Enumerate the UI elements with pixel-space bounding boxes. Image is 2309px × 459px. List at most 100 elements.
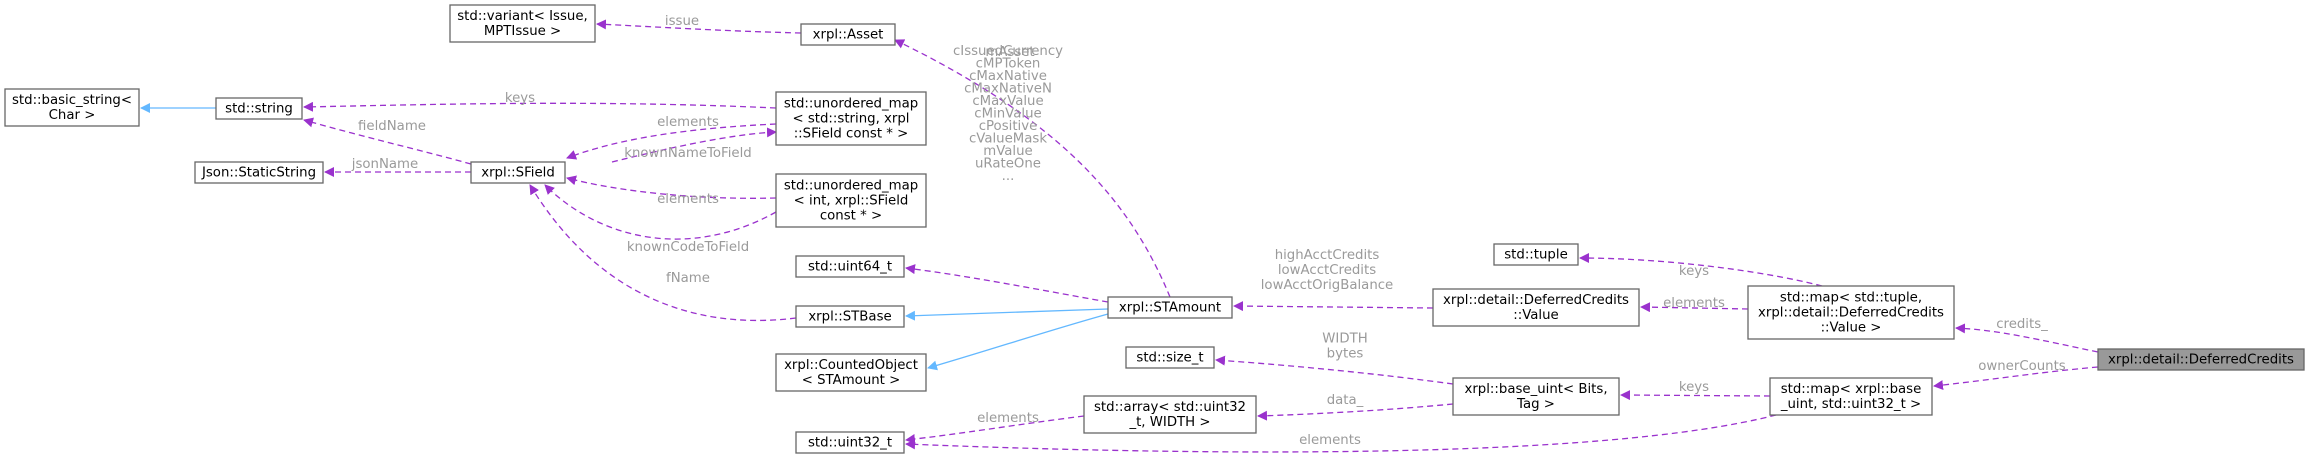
- edge-keys-tuple: [1579, 253, 1823, 287]
- edge-owner-counts: [1933, 366, 2099, 391]
- edge-data-label: data_: [1327, 393, 1364, 408]
- edge-json-name-label: jsonName: [351, 157, 418, 172]
- edge-credits-fields: [1233, 301, 1434, 312]
- json-static-string-node[interactable]: Json::StaticString: [194, 161, 324, 184]
- string-node[interactable]: std::string: [215, 97, 303, 120]
- edge-stamount-constants-label: cIssuedCurrency: [953, 44, 1063, 59]
- unordered-map-string-node-label: std::unordered_map: [784, 97, 918, 112]
- edge-issue-label: issue: [665, 14, 699, 29]
- map-tuple-node[interactable]: std::map< std::tuple,xrpl::detail::Defer…: [1747, 285, 1955, 340]
- stbase-node-box: [795, 305, 905, 328]
- map-base-uint-node[interactable]: std::map< xrpl::base_uint, std::uint32_t…: [1769, 377, 1933, 416]
- edge-elements-array: [905, 415, 1085, 444]
- counted-object-node-box: [775, 353, 927, 392]
- string-node-box: [215, 97, 303, 120]
- tuple-node-box: [1493, 243, 1579, 266]
- edge-elements-sfield-label: elements: [657, 115, 719, 130]
- stamount-node[interactable]: xrpl::STAmount: [1107, 296, 1233, 319]
- variant-issue-node-box: [449, 4, 596, 43]
- edge-stamount-constants-label: cMaxValue: [972, 94, 1043, 109]
- map-tuple-node-label: std::map< std::tuple,: [1780, 291, 1922, 306]
- uint64-node[interactable]: std::uint64_t: [795, 255, 905, 278]
- edge-keys-base-uint-label: keys: [1679, 380, 1709, 395]
- unordered-map-string-node-label: < std::string, xrpl: [792, 112, 909, 127]
- counted-object-node[interactable]: xrpl::CountedObject< STAmount >: [775, 353, 927, 392]
- deferred-credits-value-node-label: xrpl::detail::DeferredCredits: [1443, 293, 1629, 308]
- asset-node[interactable]: xrpl::Asset: [800, 23, 896, 46]
- size-t-node-label: std::size_t: [1136, 351, 1203, 366]
- tuple-node[interactable]: std::tuple: [1493, 243, 1579, 266]
- array-node-label: std::array< std::uint32: [1094, 400, 1246, 415]
- edge-known-code-to-field-label: knownCodeToField: [627, 240, 749, 255]
- map-tuple-node-box: [1747, 285, 1955, 340]
- edge-stamount-constants-label: mValue: [983, 144, 1032, 159]
- unordered-map-int-node-label: std::unordered_map: [784, 179, 918, 194]
- basic-string-node[interactable]: std::basic_string<Char >: [4, 88, 140, 127]
- edge-masset: [894, 39, 1171, 298]
- edge-width-bytes-label: WIDTH: [1322, 332, 1367, 347]
- edge-data: [1257, 403, 1454, 421]
- edge-field-name: [303, 117, 472, 165]
- base-uint-node-label: xrpl::base_uint< Bits,: [1464, 382, 1607, 397]
- json-static-string-node-box: [194, 161, 324, 184]
- sfield-node-label: xrpl::SField: [481, 166, 555, 181]
- edge-keys-tuple-label: keys: [1679, 264, 1709, 279]
- edge-stamount-constants-label: ...: [1002, 169, 1015, 184]
- edge-credits-fields-label: lowAcctOrigBalance: [1261, 278, 1394, 293]
- array-node-label: _t, WIDTH >: [1128, 415, 1210, 430]
- unordered-map-string-node-label: ::SField const * >: [794, 127, 909, 142]
- basic-string-node-label: Char >: [49, 108, 96, 123]
- tuple-node-label: std::tuple: [1504, 248, 1568, 263]
- edge-keys-string-label: keys: [505, 91, 535, 106]
- edge-width-bytes: [1215, 355, 1454, 385]
- edge-issue: [596, 19, 802, 34]
- sfield-node[interactable]: xrpl::SField: [470, 161, 566, 184]
- asset-node-label: xrpl::Asset: [813, 28, 884, 43]
- map-base-uint-node-label: std::map< xrpl::base: [1781, 382, 1922, 397]
- variant-issue-node-label: std::variant< Issue,: [457, 9, 588, 24]
- unordered-map-int-node[interactable]: std::unordered_map< int, xrpl::SFieldcon…: [775, 173, 927, 228]
- unordered-map-int-node-label: < int, xrpl::SField: [794, 194, 909, 209]
- deferred-credits-value-node[interactable]: xrpl::detail::DeferredCredits::Value: [1432, 288, 1640, 327]
- edge-owner-counts-label: ownerCounts: [1978, 359, 2066, 374]
- edge-elements-map-label: elements: [1299, 433, 1361, 448]
- edge-fname-label: fName: [666, 271, 710, 286]
- edge-fname: [529, 184, 797, 322]
- variant-issue-node-label: MPTIssue >: [484, 24, 561, 39]
- inheritance-edge: [927, 313, 1109, 371]
- basic-string-node-box: [4, 88, 140, 127]
- edge-elements-array-label: elements: [977, 411, 1039, 426]
- edge-stamount-constants: [905, 264, 1109, 303]
- size-t-node[interactable]: std::size_t: [1125, 346, 1215, 369]
- base-uint-node-label: Tag >: [1516, 397, 1555, 412]
- base-uint-node[interactable]: xrpl::base_uint< Bits,Tag >: [1452, 377, 1620, 416]
- edge-known-code-to-field: [544, 184, 777, 240]
- edge-stamount-constants-label: cMinValue: [974, 107, 1041, 122]
- map-tuple-node-label: xrpl::detail::DeferredCredits: [1758, 306, 1944, 321]
- edge-credits-label: credits_: [1996, 317, 2048, 332]
- uint32-node[interactable]: std::uint32_t: [795, 431, 905, 454]
- deferred-credits-node-box: [2097, 348, 2305, 371]
- edge-keys-string: [303, 101, 777, 112]
- uint32-node-label: std::uint32_t: [808, 436, 892, 451]
- variant-issue-node[interactable]: std::variant< Issue,MPTIssue >: [449, 4, 596, 43]
- stbase-node[interactable]: xrpl::STBase: [795, 305, 905, 328]
- unordered-map-string-node-box: [775, 91, 927, 146]
- deferred-credits-node-label: xrpl::detail::DeferredCredits: [2108, 353, 2294, 368]
- string-node-label: std::string: [225, 102, 293, 117]
- unordered-map-string-node[interactable]: std::unordered_map< std::string, xrpl::S…: [775, 91, 927, 146]
- stamount-node-label: xrpl::STAmount: [1119, 301, 1221, 316]
- edge-known-name-to-field-label: knownNameToField: [624, 146, 751, 161]
- edge-elements-map: [905, 414, 1777, 453]
- asset-node-box: [800, 23, 896, 46]
- json-static-string-node-label: Json::StaticString: [201, 166, 316, 181]
- deferred-credits-value-node-box: [1432, 288, 1640, 327]
- edge-width-bytes-label: bytes: [1327, 347, 1364, 362]
- unordered-map-int-node-label: const * >: [820, 209, 882, 224]
- edge-known-name-to-field: [611, 127, 777, 163]
- deferred-credits-node[interactable]: xrpl::detail::DeferredCredits: [2097, 348, 2305, 371]
- base-uint-node-box: [1452, 377, 1620, 416]
- edge-stamount-constants-label: cMaxNative: [969, 69, 1047, 84]
- array-node[interactable]: std::array< std::uint32_t, WIDTH >: [1083, 395, 1257, 434]
